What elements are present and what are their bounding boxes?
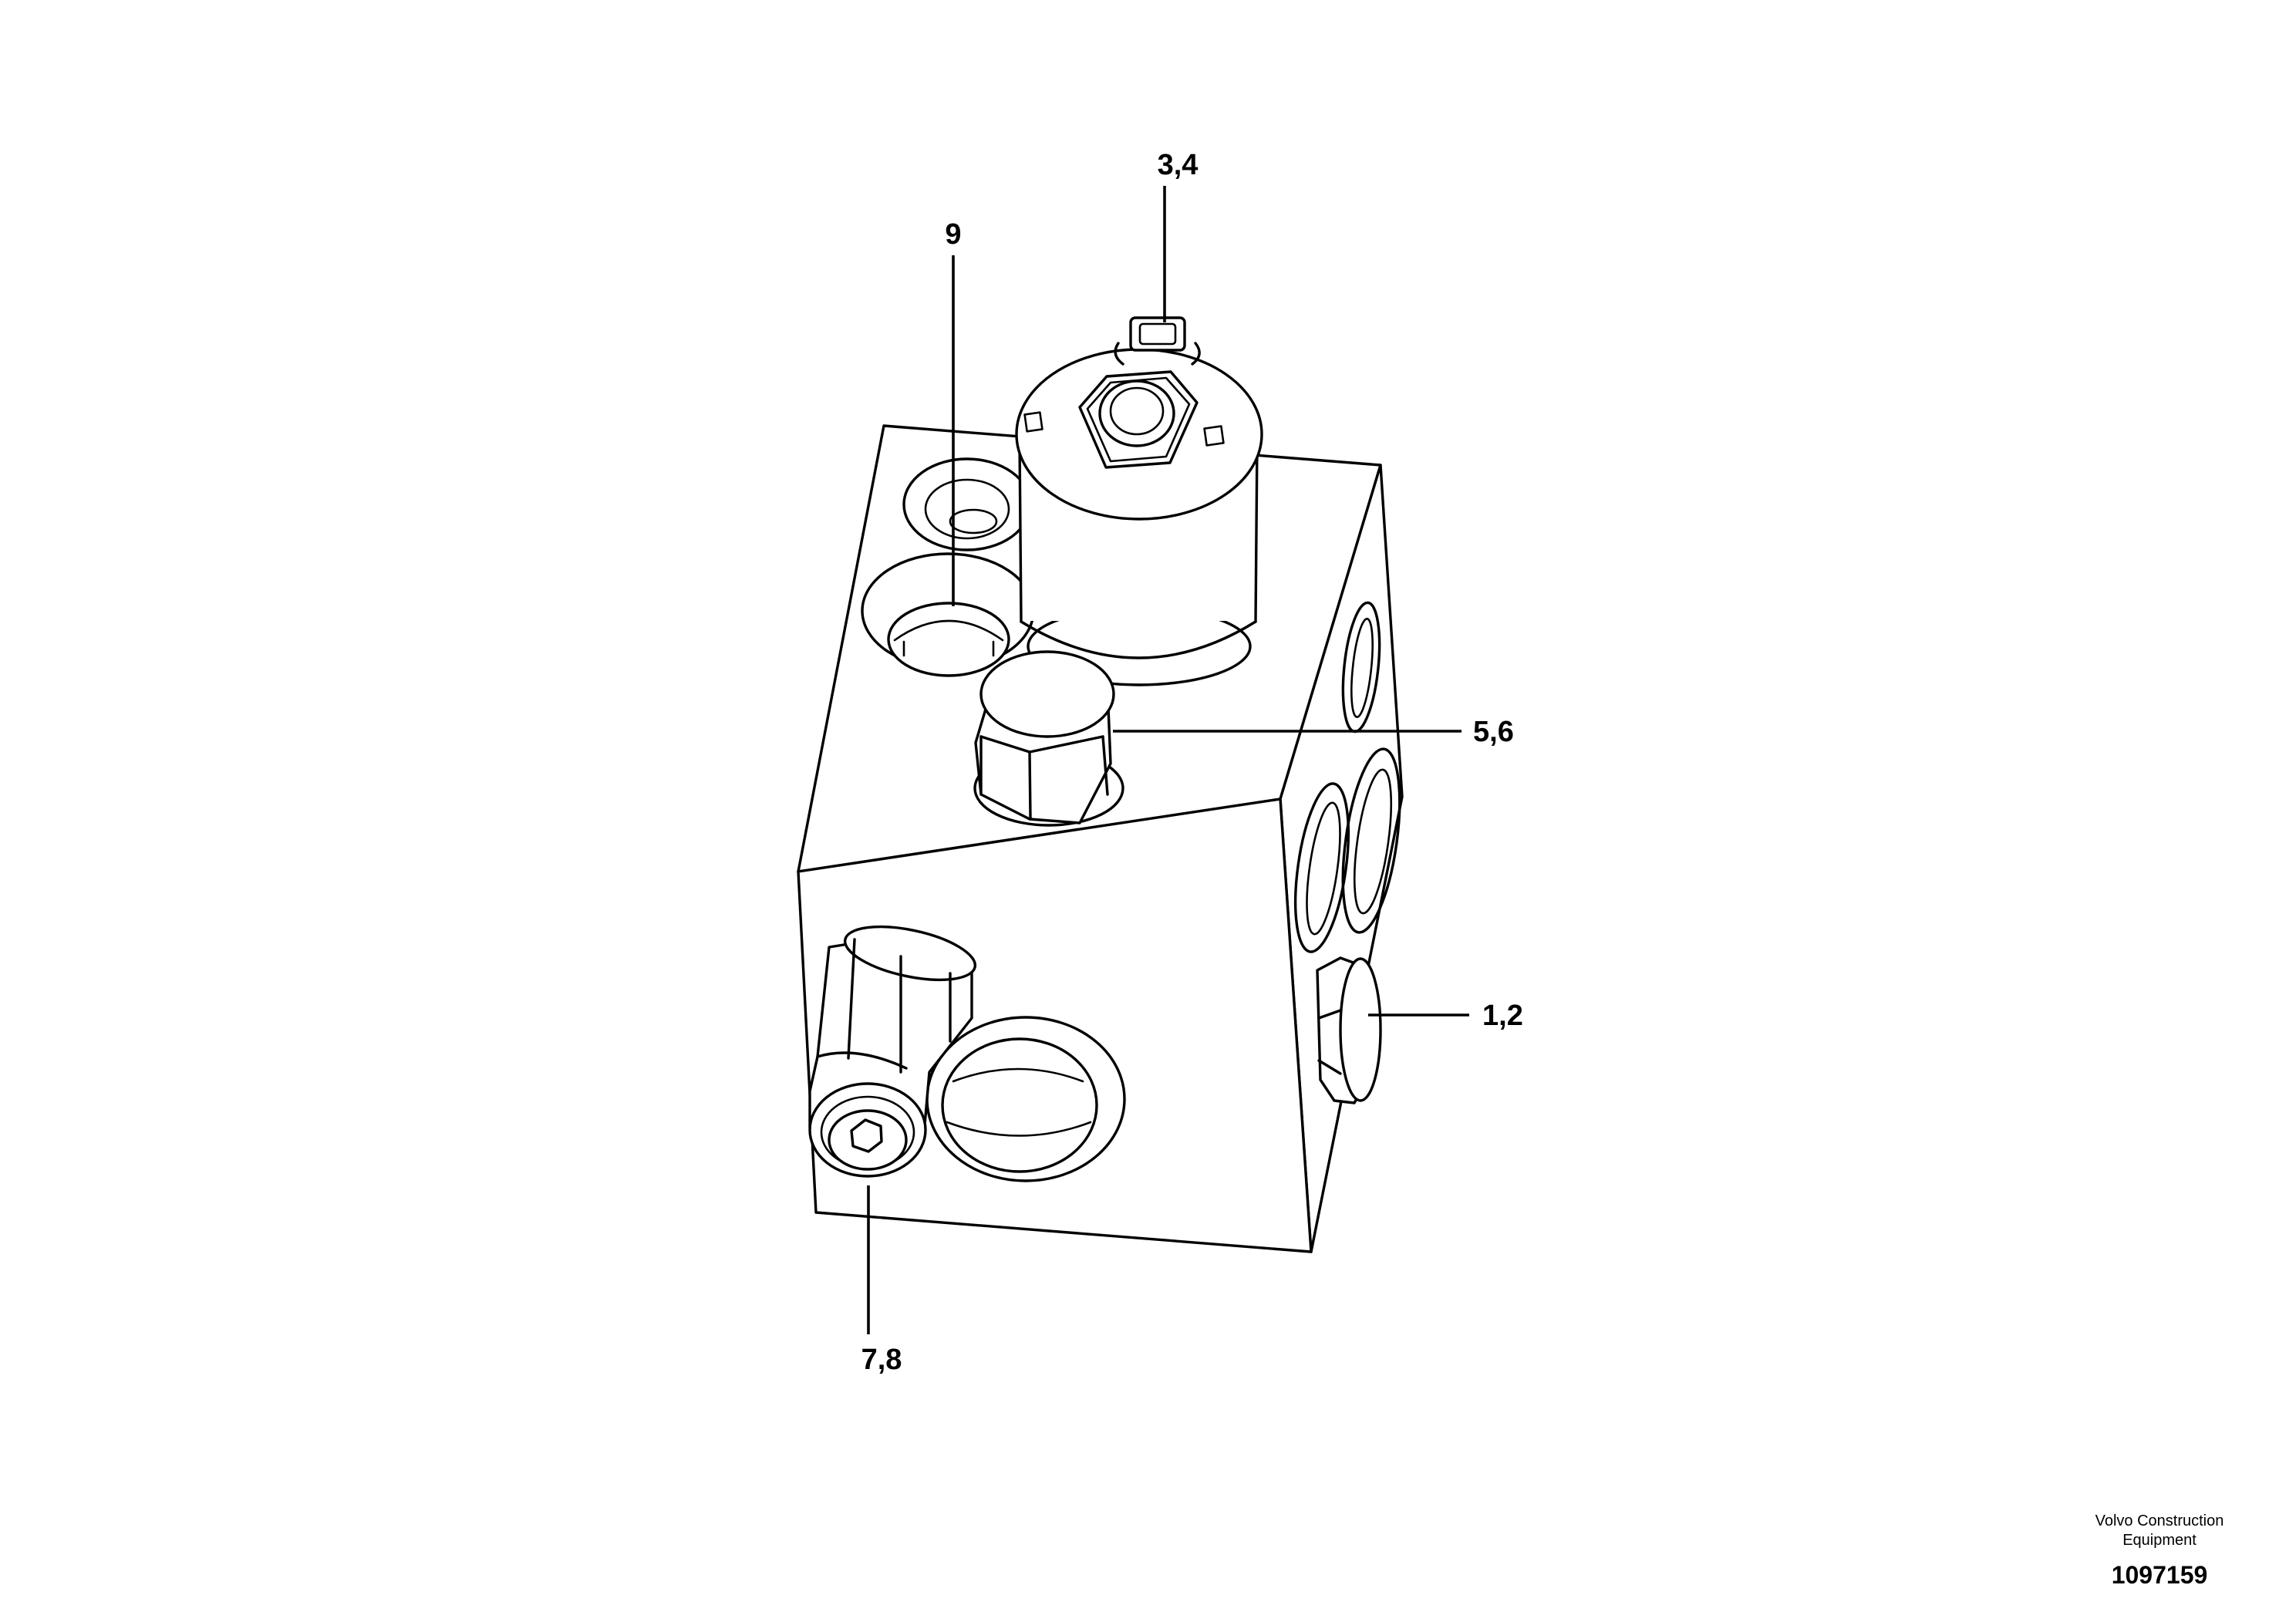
callout-5-6: 5,6: [1473, 716, 1514, 748]
hex-plug-1-2: [1316, 956, 1382, 1104]
hex-plug-5-6: [974, 650, 1115, 824]
valve-cartridge-7-8: [808, 925, 977, 1178]
leader-lines: [867, 186, 1469, 1334]
callout-3-4: 3,4: [1158, 149, 1199, 181]
plug-9: [902, 640, 995, 657]
callout-1-2: 1,2: [1482, 1000, 1523, 1032]
drawing-number: 1097159: [2111, 1561, 2208, 1589]
side-face-ports: [1293, 601, 1401, 953]
callout-9: 9: [945, 218, 961, 251]
solenoid-coil: [1015, 316, 1263, 686]
company-name-line-1: Volvo Construction: [2095, 1512, 2224, 1529]
company-name-line-2: Equipment: [2122, 1532, 2197, 1549]
company-name: Volvo Construction Equipment: [2044, 1512, 2275, 1550]
callout-7-8: 7,8: [861, 1344, 902, 1376]
